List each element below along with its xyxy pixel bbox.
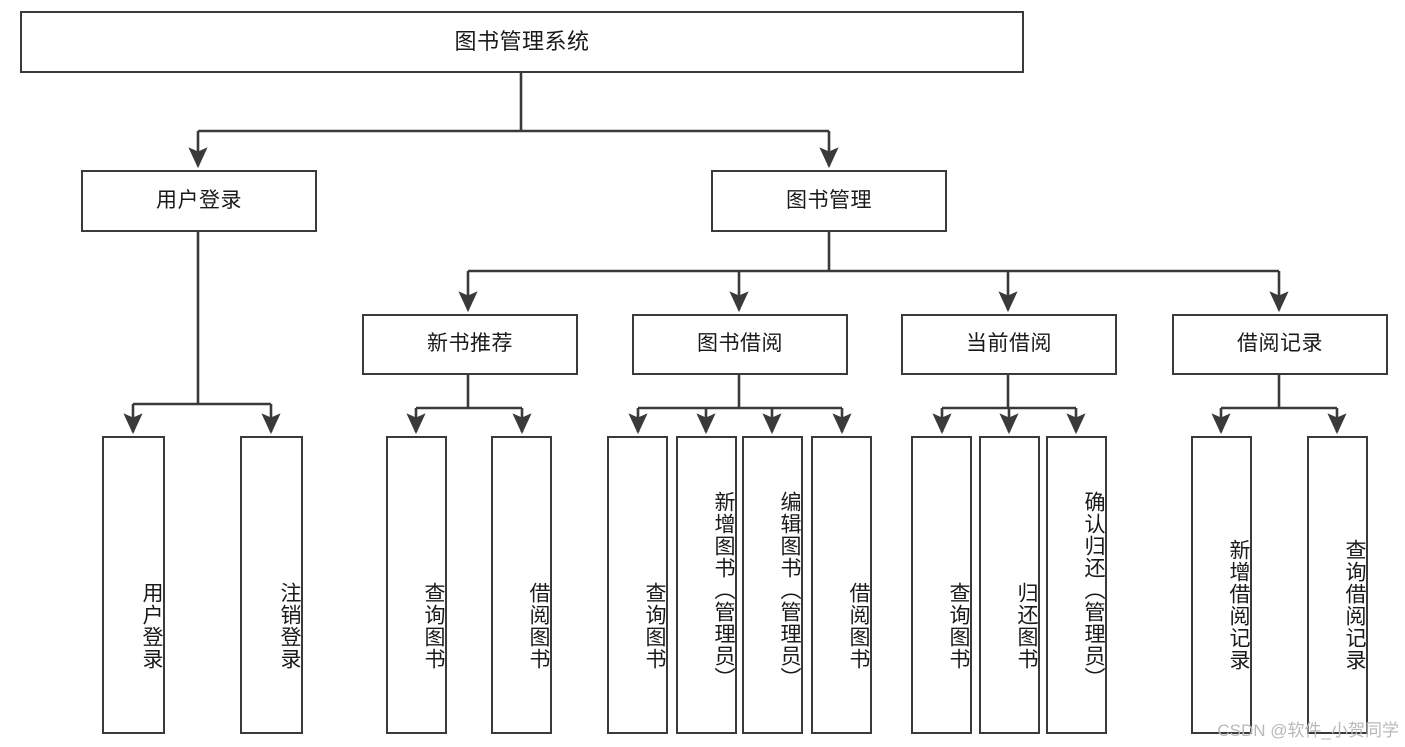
- leaf-query-record-label: 查询借阅记录: [1343, 539, 1366, 671]
- leaf-confirm-return[interactable]: 确认归还（管理员）: [1046, 436, 1107, 734]
- leaf-query-book-3[interactable]: 查询图书: [911, 436, 972, 734]
- leaf-query-book-3-label: 查询图书: [947, 582, 970, 670]
- node-new-book-recommend-label: 新书推荐: [427, 332, 513, 356]
- node-book-manage-label: 图书管理: [786, 188, 872, 212]
- leaf-borrow-book-2[interactable]: 借阅图书: [811, 436, 872, 734]
- leaf-query-book-1[interactable]: 查询图书: [386, 436, 447, 734]
- leaf-query-book-2[interactable]: 查询图书: [607, 436, 668, 734]
- node-book-borrow[interactable]: 图书借阅: [632, 314, 848, 375]
- leaf-logout-label: 注销登录: [278, 582, 301, 670]
- leaf-confirm-return-label: 确认归还（管理员）: [1082, 491, 1105, 689]
- node-current-borrow-label: 当前借阅: [966, 332, 1052, 356]
- leaf-query-record[interactable]: 查询借阅记录: [1307, 436, 1368, 734]
- node-root-label: 图书管理系统: [454, 29, 590, 55]
- node-borrow-record-label: 借阅记录: [1237, 332, 1323, 356]
- node-book-borrow-label: 图书借阅: [697, 332, 783, 356]
- leaf-logout[interactable]: 注销登录: [240, 436, 303, 734]
- node-user-login[interactable]: 用户登录: [81, 170, 317, 232]
- leaf-borrow-book-2-label: 借阅图书: [847, 582, 870, 670]
- leaf-return-book[interactable]: 归还图书: [979, 436, 1040, 734]
- watermark-text: CSDN @软件_小贺同学: [1217, 721, 1399, 740]
- leaf-return-book-label: 归还图书: [1015, 582, 1038, 670]
- leaf-edit-book-label: 编辑图书（管理员）: [778, 491, 801, 689]
- leaf-add-record[interactable]: 新增借阅记录: [1191, 436, 1252, 734]
- leaf-add-book[interactable]: 新增图书（管理员）: [676, 436, 737, 734]
- node-root[interactable]: 图书管理系统: [20, 11, 1024, 73]
- leaf-query-book-2-label: 查询图书: [643, 582, 666, 670]
- leaf-edit-book[interactable]: 编辑图书（管理员）: [742, 436, 803, 734]
- node-user-login-label: 用户登录: [156, 188, 242, 212]
- leaf-query-book-1-label: 查询图书: [422, 582, 445, 670]
- node-borrow-record[interactable]: 借阅记录: [1172, 314, 1388, 375]
- node-book-manage[interactable]: 图书管理: [711, 170, 947, 232]
- leaf-borrow-book-1-label: 借阅图书: [527, 582, 550, 670]
- leaf-user-login[interactable]: 用户登录: [102, 436, 165, 734]
- node-new-book-recommend[interactable]: 新书推荐: [362, 314, 578, 375]
- leaf-add-record-label: 新增借阅记录: [1227, 539, 1250, 671]
- leaf-add-book-label: 新增图书（管理员）: [712, 491, 735, 689]
- node-current-borrow[interactable]: 当前借阅: [901, 314, 1117, 375]
- leaf-borrow-book-1[interactable]: 借阅图书: [491, 436, 552, 734]
- leaf-user-login-label: 用户登录: [140, 582, 163, 670]
